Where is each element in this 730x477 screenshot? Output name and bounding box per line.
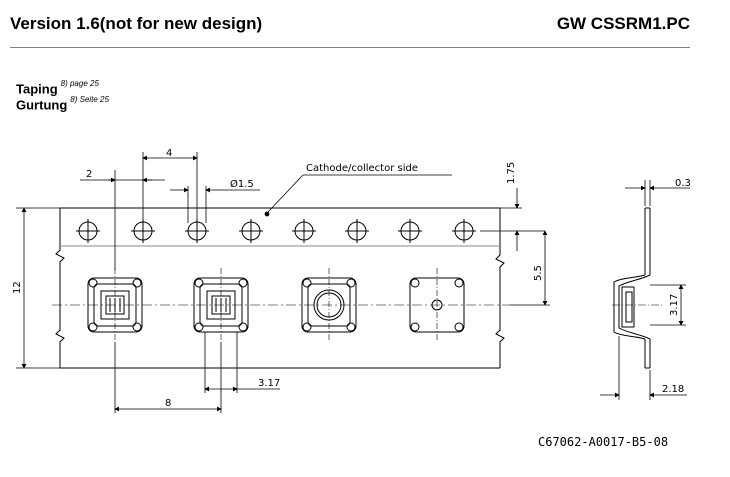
dimension-tape-width (16, 207, 60, 369)
pocket-3 (301, 268, 357, 342)
pocket-4 (409, 268, 465, 342)
page-reference-de: 8) Seite 25 (70, 95, 109, 104)
pocket-1 (87, 268, 143, 342)
dimension-side-width (650, 284, 686, 326)
cathode-leader (264, 174, 452, 217)
dimension-depth (600, 336, 687, 400)
label-pocket-width: 3.17 (258, 378, 280, 389)
dimension-pocket-width (204, 332, 280, 393)
label-thickness: 0.3 (675, 178, 691, 189)
page-reference-en: 8) page 25 (60, 79, 99, 88)
label-hole-offset: 2 (86, 169, 92, 180)
document-version: Version 1.6(not for new design) (10, 14, 263, 33)
label-edge-to-hole: 1.75 (506, 162, 517, 184)
gurtung-label: Gurtung (16, 97, 68, 113)
dimension-hole-offset (80, 170, 165, 270)
label-hole-to-center: 5.5 (533, 265, 544, 281)
dimension-edge-to-hole (480, 188, 545, 251)
label-cathode-side: Cathode/collector side (306, 163, 418, 174)
label-pocket-pitch: 8 (165, 398, 171, 409)
label-hole-pitch: 4 (166, 148, 172, 159)
part-number: GW CSSRM1.PC (556, 14, 690, 33)
dimension-hole-pitch (142, 152, 198, 220)
sprocket-holes (76, 219, 476, 243)
taping-label: Taping (16, 81, 58, 97)
dimension-hole-to-center (510, 230, 550, 306)
dimension-thickness (625, 180, 690, 206)
drawing-number: C67062-A0017-B5-08 (538, 435, 668, 449)
label-depth: 2.18 (662, 384, 684, 395)
tape-side-view (612, 207, 664, 369)
pocket-2 (193, 268, 249, 342)
tape-outline (55, 207, 505, 369)
label-hole-diameter: Ø1.5 (230, 178, 254, 190)
dimension-hole-diameter (170, 186, 260, 223)
label-side-width: 3.17 (669, 294, 680, 316)
header-divider (10, 47, 690, 48)
dimension-pocket-pitch (114, 342, 222, 413)
label-tape-width: 12 (12, 281, 23, 294)
